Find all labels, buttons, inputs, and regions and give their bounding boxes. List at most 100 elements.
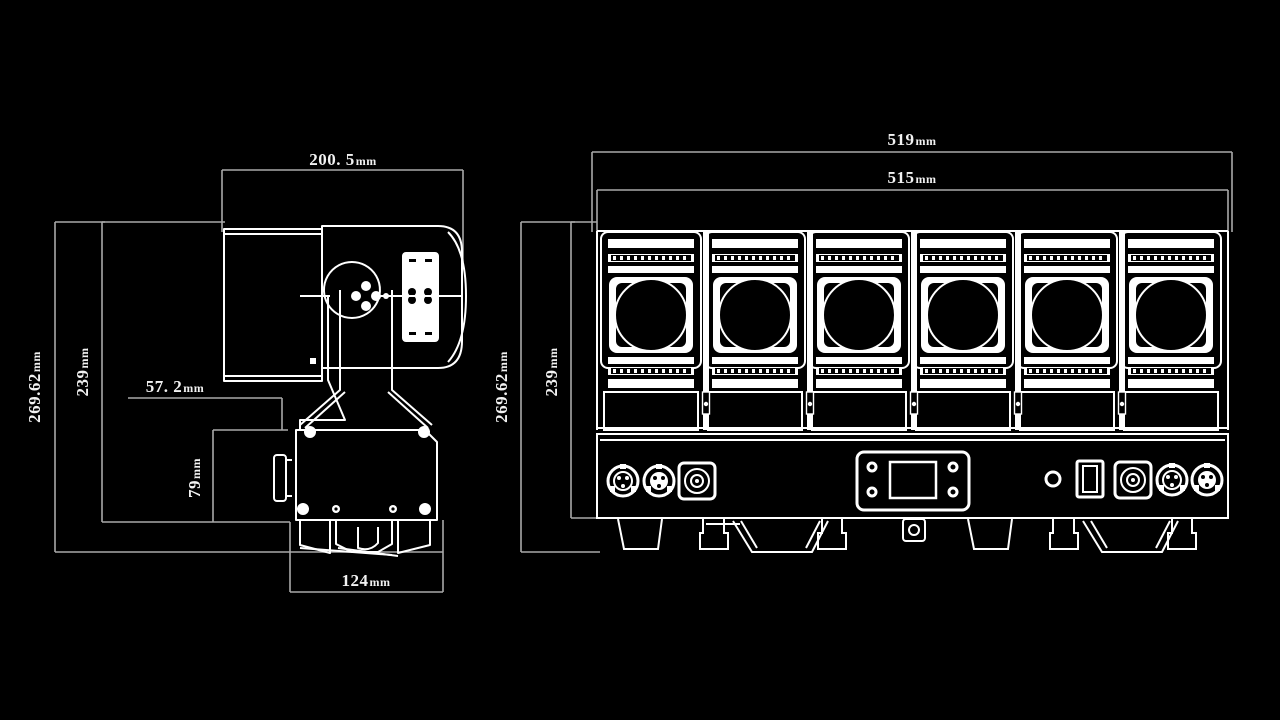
led-module-array [600, 231, 1222, 431]
display-menu-buttons[interactable] [866, 461, 959, 498]
module-hinge-separators [701, 232, 1127, 430]
head-side-plate-holes [408, 259, 432, 335]
base-screws [297, 426, 431, 515]
neck-right-edge [391, 290, 433, 426]
led-module-top-dots [717, 256, 790, 260]
head-rear-box-mark [310, 358, 316, 364]
connector-group-left [606, 461, 717, 501]
dim-label-269-front: 269.62mm [492, 351, 511, 423]
xlr-male-connector[interactable] [642, 464, 676, 498]
base-bottom-edge-2 [337, 547, 399, 557]
base-omega-inner-left [740, 520, 758, 549]
led-module-top-bar [816, 239, 902, 248]
base-latch-foot [1049, 519, 1079, 550]
led-lens [926, 278, 1000, 352]
led-lens [1030, 278, 1104, 352]
led-module-bottom-bar [1128, 379, 1214, 388]
led-lens [1134, 278, 1208, 352]
led-module-top-dots [821, 256, 894, 260]
led-module [704, 231, 806, 431]
display-panel[interactable] [855, 450, 971, 512]
dim-label-124: 124mm [342, 571, 391, 590]
base-center-latch [357, 527, 379, 551]
led-module-bottom-dots [1029, 369, 1102, 373]
led-module-bottom-bar [712, 379, 798, 388]
led-module-top-bar [1024, 239, 1110, 248]
base-omega-bracket [1082, 520, 1179, 553]
base-center-hole [908, 524, 920, 536]
led-module-bottom-dots [821, 369, 894, 373]
led-module [600, 231, 702, 431]
neck-right-inner [387, 391, 429, 429]
side-view-part-outline [223, 225, 467, 557]
base-screw-centers [334, 507, 395, 511]
led-module-bottom-dots [717, 369, 790, 373]
led-module-top-bar [920, 239, 1006, 248]
led-module-body [603, 391, 699, 431]
head-front-housing [321, 225, 463, 369]
base-foot [617, 518, 663, 550]
base-foot-right [397, 521, 431, 554]
xlr-male-connector[interactable] [1190, 463, 1224, 497]
led-module-bottom-dots [925, 369, 998, 373]
display-panel-frame [855, 450, 971, 512]
neck-left-inner [304, 391, 346, 429]
base-latch-foot [817, 519, 847, 550]
base-omega-inner-right [805, 520, 821, 549]
led-module [1016, 231, 1118, 431]
led-module-bottom-bar [608, 379, 694, 388]
led-module [1120, 231, 1222, 431]
dim-label-79: 79mm [185, 458, 204, 498]
xlr-female-connector[interactable] [1155, 463, 1189, 497]
base-side-vent [273, 454, 287, 502]
led-module-bottom-bar [920, 379, 1006, 388]
led-module-top-bar [608, 239, 694, 248]
base-body [295, 429, 438, 521]
led-module-bottom-bar [1024, 379, 1110, 388]
neck-left-edge [299, 290, 341, 426]
connector-group-right [1044, 459, 1224, 500]
head-front-lens-bulge [447, 231, 467, 363]
base-latch-foot [699, 519, 729, 550]
dim-label-200: 200. 5mm [309, 150, 377, 169]
dim-label-515: 515mm [888, 168, 937, 187]
base-omega-inner-right [1155, 520, 1171, 549]
base-center-mount [902, 518, 926, 542]
front-view: 519mm 515mm 269.62mm 239mm [492, 130, 1233, 553]
led-lens [614, 278, 688, 352]
led-module-top-bar [712, 239, 798, 248]
led-module-bottom-dots [1133, 369, 1206, 373]
dim-label-519: 519mm [888, 130, 937, 149]
base-foot [967, 518, 1013, 550]
led-lens [822, 278, 896, 352]
powercon-connector[interactable] [1113, 460, 1153, 500]
led-module-top-dots [925, 256, 998, 260]
dim-label-57: 57. 2mm [146, 377, 205, 396]
dim-label-239-side: 239mm [73, 348, 92, 397]
side-view: 269.62mm 239mm 200. 5mm 57. 2mm 79mm 124… [25, 150, 467, 593]
indicator-led [1044, 470, 1062, 488]
dim-label-269-side: 269.62mm [25, 351, 44, 423]
led-module-top-dots [1133, 256, 1206, 260]
base-latch-foot [1167, 519, 1197, 550]
dim-label-239-front: 239mm [542, 348, 561, 397]
xlr-female-connector[interactable] [606, 464, 640, 498]
led-module-bottom-bar [816, 379, 902, 388]
led-module-top-dots [1029, 256, 1102, 260]
side-view-dimension-lines [54, 169, 464, 593]
front-view-part-outline [596, 230, 1229, 553]
yoke-pivot-detail [351, 281, 389, 311]
yoke-pivot-circle [322, 261, 381, 319]
rj45-connector[interactable] [1075, 459, 1105, 499]
front-view-dimension-lines [520, 151, 1233, 553]
base-omega-bracket [732, 520, 829, 553]
base-feet-row [597, 517, 1228, 553]
led-module [808, 231, 910, 431]
led-module-bottom-dots [613, 369, 686, 373]
base-omega-inner-left [1090, 520, 1108, 549]
led-module-top-dots [613, 256, 686, 260]
display-screen[interactable] [888, 460, 938, 500]
powercon-connector[interactable] [677, 461, 717, 501]
yoke-arm-profile-left [299, 296, 346, 430]
